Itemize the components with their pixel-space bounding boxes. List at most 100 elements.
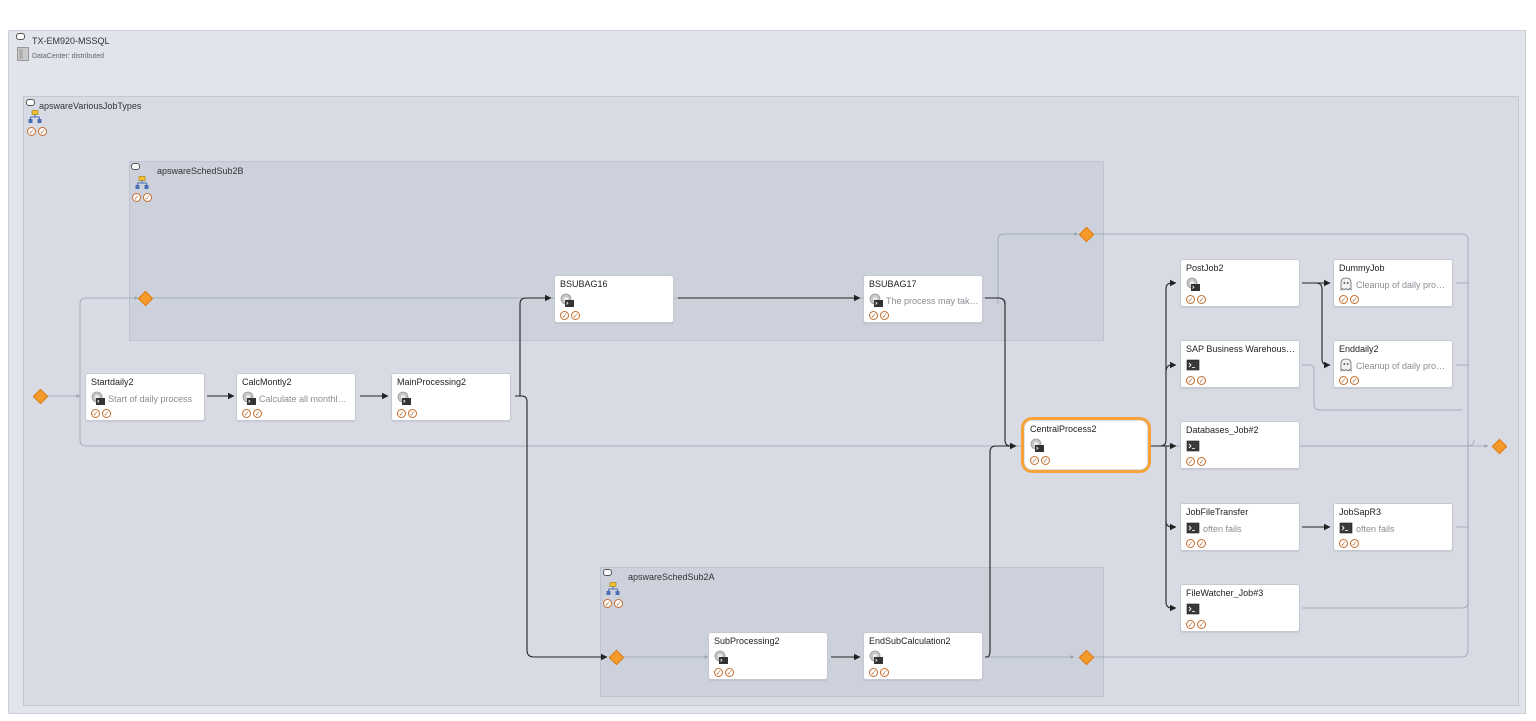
status-ok-icon: ✓ (560, 311, 569, 320)
job-startdaily2[interactable]: Startdaily2 Start of daily process ✓✓ (85, 373, 205, 421)
terminal-icon (1186, 440, 1200, 452)
status-ok-icon: ✓ (869, 311, 878, 320)
group-apsware-sched-sub2a[interactable] (600, 567, 1104, 697)
status-ok-icon: ✓ (714, 668, 723, 677)
job-endsubcalculation2[interactable]: EndSubCalculation2 ✓✓ (863, 632, 983, 680)
status-ok-icon: ✓ (143, 193, 152, 202)
ghost-icon (1340, 358, 1352, 372)
hierarchy-icon (606, 582, 620, 595)
edge-up-diamond (997, 232, 1079, 304)
job-jobsapr3[interactable]: JobSapR3 often fails ✓✓ (1333, 503, 1453, 551)
job-status: ✓✓ (714, 668, 734, 678)
collapse-sub2b-button[interactable] (131, 163, 140, 170)
status-ok-icon: ✓ (1186, 376, 1195, 385)
job-description: Cleanup of daily pro… (1356, 361, 1446, 371)
job-description: Calculate all monthl… (259, 394, 347, 404)
gear-terminal-icon (397, 391, 411, 405)
job-name: PostJob2 (1186, 263, 1224, 273)
edge-central-sapbw (1165, 361, 1177, 373)
collapse-outer-button[interactable] (16, 33, 25, 40)
job-status: ✓✓ (242, 409, 262, 419)
datacenter-icon (17, 47, 29, 61)
edge-central-filewatcher (1165, 520, 1177, 612)
gear-terminal-icon (714, 650, 728, 664)
job-status: ✓✓ (1339, 539, 1359, 549)
edge-postjob2-enddaily2 (1315, 282, 1331, 369)
job-centralprocess2[interactable]: CentralProcess2 ✓✓ (1024, 420, 1148, 470)
job-mainprocessing2[interactable]: MainProcessing2 ✓✓ (391, 373, 511, 421)
job-databases-job2[interactable]: Databases_Job#2 ✓✓ (1180, 421, 1300, 469)
job-status: ✓✓ (1186, 620, 1206, 630)
job-name: MainProcessing2 (397, 377, 467, 387)
job-name: Startdaily2 (91, 377, 134, 387)
status-ok-icon: ✓ (102, 409, 111, 418)
job-name: JobFileTransfer (1186, 507, 1249, 517)
job-bsubag16[interactable]: BSUBAG16 ✓✓ (554, 275, 674, 323)
edge-bottom-path (79, 396, 1475, 447)
job-subprocessing2[interactable]: SubProcessing2 ✓✓ (708, 632, 828, 680)
job-status: ✓✓ (560, 311, 580, 321)
job-status: ✓✓ (1186, 295, 1206, 305)
job-sap-business-warehouse[interactable]: SAP Business Warehous… ✓✓ (1180, 340, 1300, 388)
terminal-icon (1339, 522, 1353, 534)
job-status: ✓✓ (869, 311, 889, 321)
status-ok-icon: ✓ (1041, 456, 1050, 465)
status-ok-icon: ✓ (408, 409, 417, 418)
status-ok-icon: ✓ (132, 193, 141, 202)
job-status: ✓✓ (91, 409, 111, 419)
status-ok-icon: ✓ (1186, 539, 1195, 548)
status-ok-icon: ✓ (38, 127, 47, 136)
gear-terminal-icon (560, 293, 574, 307)
status-ok-icon: ✓ (1030, 456, 1039, 465)
edge-main-bsubag16 (515, 294, 552, 397)
collapse-sub2a-button[interactable] (603, 569, 612, 576)
group-outer-title: TX-EM920-MSSQL (32, 36, 110, 46)
edge-sub2a-out (1092, 440, 1469, 658)
terminal-icon (1186, 603, 1200, 615)
status-ok-icon: ✓ (614, 599, 623, 608)
job-name: CalcMontly2 (242, 377, 292, 387)
status-ok-icon: ✓ (27, 127, 36, 136)
status-ok-icon: ✓ (1339, 295, 1348, 304)
hierarchy-icon (28, 110, 42, 123)
group-sub2a-status: ✓✓ (603, 599, 623, 609)
job-jobfiletransfer[interactable]: JobFileTransfer often fails ✓✓ (1180, 503, 1300, 551)
job-name: FileWatcher_Job#3 (1186, 588, 1264, 598)
job-postjob2[interactable]: PostJob2 ✓✓ (1180, 259, 1300, 307)
job-name: JobSapR3 (1339, 507, 1382, 517)
job-description: Start of daily process (108, 394, 193, 404)
job-dummyjob[interactable]: DummyJob Cleanup of daily pro… ✓✓ (1333, 259, 1453, 307)
status-ok-icon: ✓ (1186, 295, 1195, 304)
group-various-status: ✓✓ (27, 127, 47, 137)
status-ok-icon: ✓ (869, 668, 878, 677)
collapse-various-button[interactable] (26, 99, 35, 106)
group-various-title: apswareVariousJobTypes (39, 101, 142, 111)
status-ok-icon: ✓ (603, 599, 612, 608)
gear-terminal-icon (869, 650, 883, 664)
status-ok-icon: ✓ (253, 409, 262, 418)
gear-terminal-icon (242, 391, 256, 405)
job-calcmontly2[interactable]: CalcMontly2 Calculate all monthl… ✓✓ (236, 373, 356, 421)
edge-bsubag17-central (985, 297, 1017, 450)
job-status: ✓✓ (1186, 457, 1206, 467)
job-name: BSUBAG16 (560, 279, 608, 289)
gear-terminal-icon (869, 293, 883, 307)
status-ok-icon: ✓ (1197, 295, 1206, 304)
job-name: Enddaily2 (1339, 344, 1379, 354)
job-enddaily2[interactable]: Enddaily2 Cleanup of daily pro… ✓✓ (1333, 340, 1453, 388)
job-filewatcher-job3[interactable]: FileWatcher_Job#3 ✓✓ (1180, 584, 1300, 632)
edge-main-sub2a (515, 395, 608, 661)
job-name: DummyJob (1339, 263, 1385, 273)
status-ok-icon: ✓ (1350, 295, 1359, 304)
job-status: ✓✓ (1186, 376, 1206, 386)
job-bsubag17[interactable]: BSUBAG17 The process may tak… ✓✓ (863, 275, 983, 323)
status-ok-icon: ✓ (725, 668, 734, 677)
gear-terminal-icon (1186, 277, 1200, 291)
status-ok-icon: ✓ (1186, 620, 1195, 629)
status-ok-icon: ✓ (1197, 457, 1206, 466)
ghost-icon (1340, 277, 1352, 291)
status-ok-icon: ✓ (1197, 376, 1206, 385)
status-ok-icon: ✓ (1186, 457, 1195, 466)
